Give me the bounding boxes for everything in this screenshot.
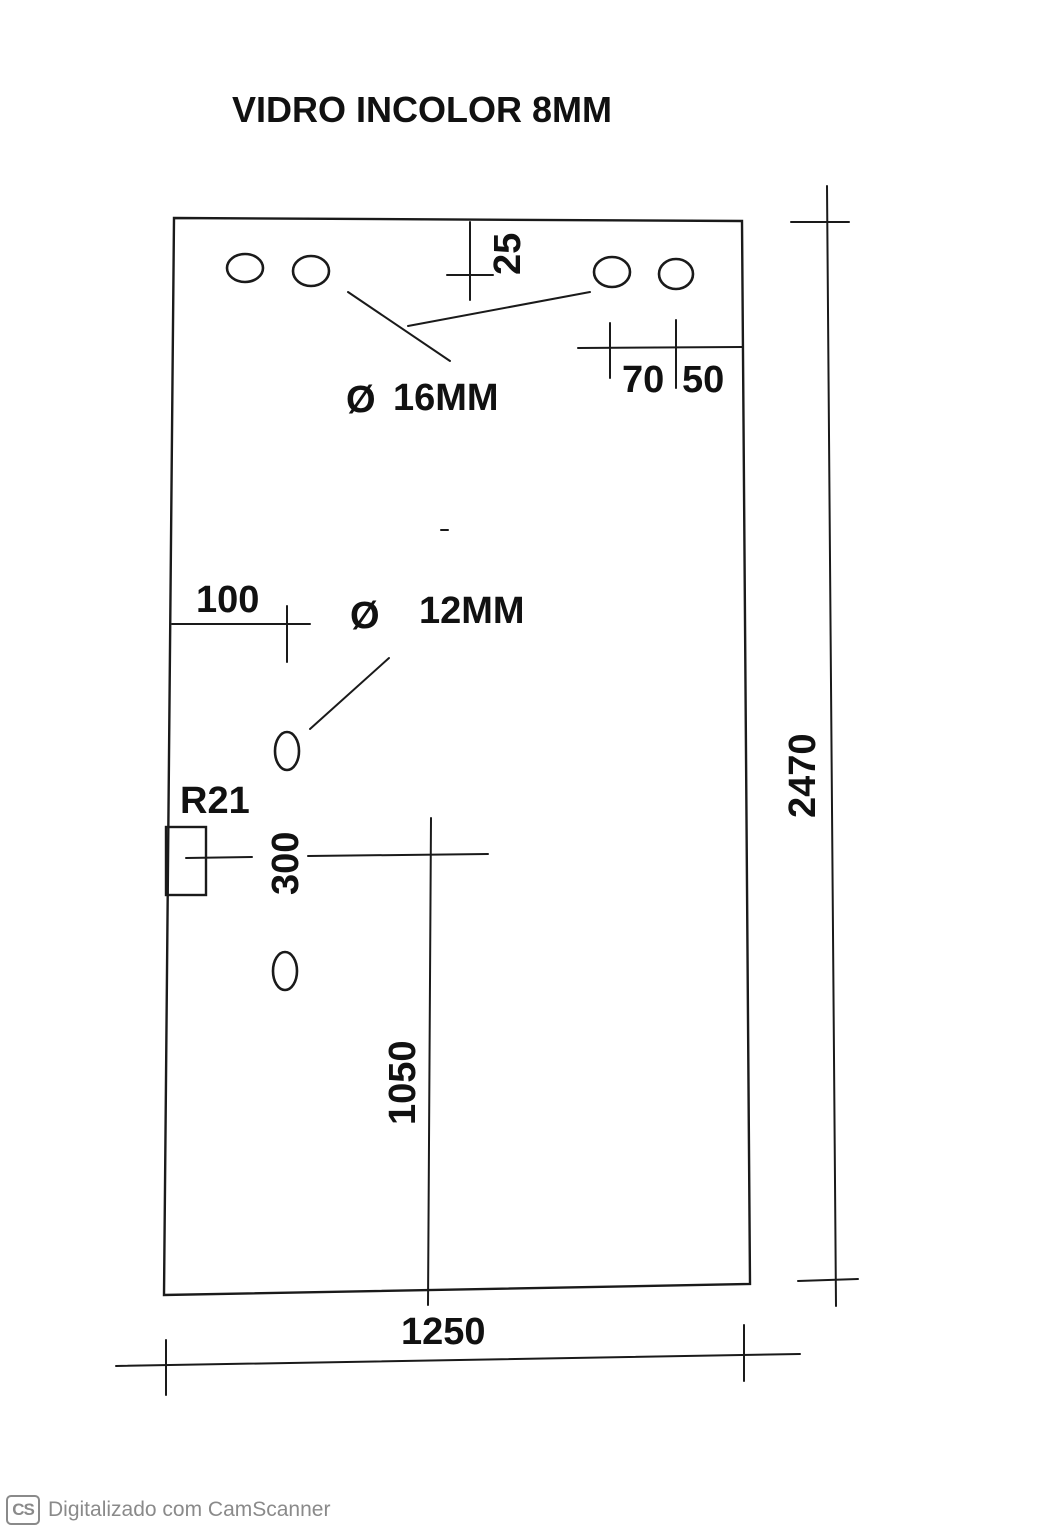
dim-1050-label: 1050 — [382, 1040, 424, 1125]
dim-2470-label: 2470 — [782, 733, 824, 818]
watermark-text: Digitalizado com CamScanner — [48, 1498, 331, 1521]
dim-1250-label: 1250 — [401, 1311, 486, 1353]
top-hole-3 — [592, 255, 632, 289]
hole-12mm-size: 12MM — [419, 590, 525, 632]
diameter-symbol-12: Ø — [350, 595, 380, 637]
dim-2470-vertical — [826, 185, 837, 1307]
notch-r21 — [164, 825, 208, 897]
camscanner-watermark: CS Digitalizado com CamScanner — [6, 1492, 330, 1528]
leader-12mm — [309, 657, 390, 730]
dim-100-label: 100 — [196, 579, 259, 621]
drawing-title: VIDRO INCOLOR 8MM — [232, 89, 612, 130]
diameter-symbol-16: Ø — [346, 379, 376, 421]
hole-16mm-label: Ø 16MM — [346, 377, 499, 421]
dim-25-label: 25 — [487, 233, 529, 275]
dim-1050-vertical — [427, 817, 432, 1306]
side-hole-upper — [273, 730, 301, 772]
dim-70-50-baseline — [577, 346, 743, 349]
glass-panel-outline — [162, 216, 752, 1297]
side-hole-lower — [271, 950, 299, 992]
dim-300-line-right — [307, 853, 489, 857]
camscanner-logo-icon: CS — [6, 1495, 40, 1525]
dim-50-label: 50 — [682, 359, 724, 401]
dim-2470-tick-bottom — [797, 1278, 859, 1282]
notch-r21-label: R21 — [180, 780, 250, 822]
leader-16mm-right — [407, 291, 591, 327]
dim-300-label: 300 — [265, 832, 307, 895]
dim-300-line-left — [185, 856, 253, 859]
top-hole-2 — [291, 254, 331, 288]
dim-1250-horizontal — [115, 1353, 801, 1367]
hole-16mm-size: 16MM — [393, 377, 499, 419]
top-hole-4 — [657, 257, 695, 291]
dim-70-label: 70 — [622, 359, 664, 401]
leader-16mm-left — [347, 291, 451, 362]
hole-12mm-label: Ø 12MM — [350, 590, 525, 637]
top-hole-1 — [225, 252, 265, 284]
